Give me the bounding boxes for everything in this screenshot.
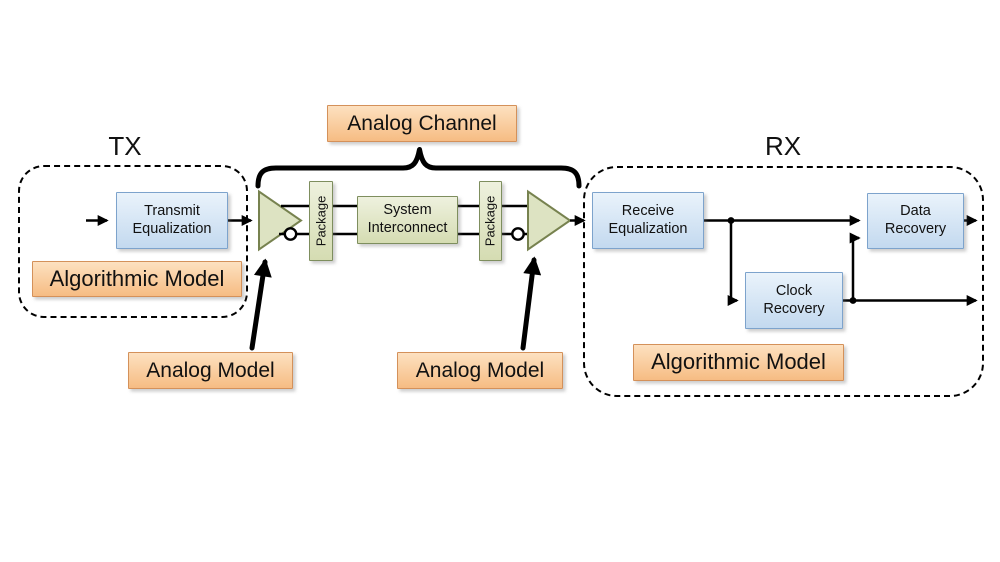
tx-driver-triangle xyxy=(258,189,303,252)
data-recovery-block: Data Recovery xyxy=(867,193,964,249)
analog-channel-label: Analog Channel xyxy=(327,105,517,142)
rx-dashed-region xyxy=(583,166,984,397)
package-right-block: Package xyxy=(479,181,502,261)
rx-region-title: RX xyxy=(764,131,802,161)
receive-equalization-block: Receive Equalization xyxy=(592,192,704,249)
rx-inverting-bubble xyxy=(511,227,525,241)
branch-to-clockrec-arrow xyxy=(727,220,739,307)
analog-model-right-label: Analog Model xyxy=(397,352,563,389)
analog-channel-brace xyxy=(255,147,582,189)
transmit-equalization-block: Transmit Equalization xyxy=(116,192,228,249)
tx-region-title: TX xyxy=(108,131,142,161)
package-left-label: Package xyxy=(313,195,329,247)
system-interconnect-block: System Interconnect xyxy=(357,196,458,244)
rx-algorithmic-model-label: Algorithmic Model xyxy=(633,344,844,381)
clock-recovery-block: Clock Recovery xyxy=(745,272,843,329)
analog-model-left-label: Analog Model xyxy=(128,352,293,389)
analog-model-left-arrow xyxy=(249,258,272,351)
tx-algorithmic-model-label: Algorithmic Model xyxy=(32,261,242,297)
rx-receiver-triangle xyxy=(527,189,572,252)
package-left-block: Package xyxy=(309,181,333,261)
tx-inverting-bubble xyxy=(283,227,298,241)
tx-dashed-region xyxy=(18,165,248,318)
package-right-label: Package xyxy=(482,195,498,247)
clock-to-datarec-arrow xyxy=(849,232,861,301)
analog-model-right-arrow xyxy=(520,256,542,351)
